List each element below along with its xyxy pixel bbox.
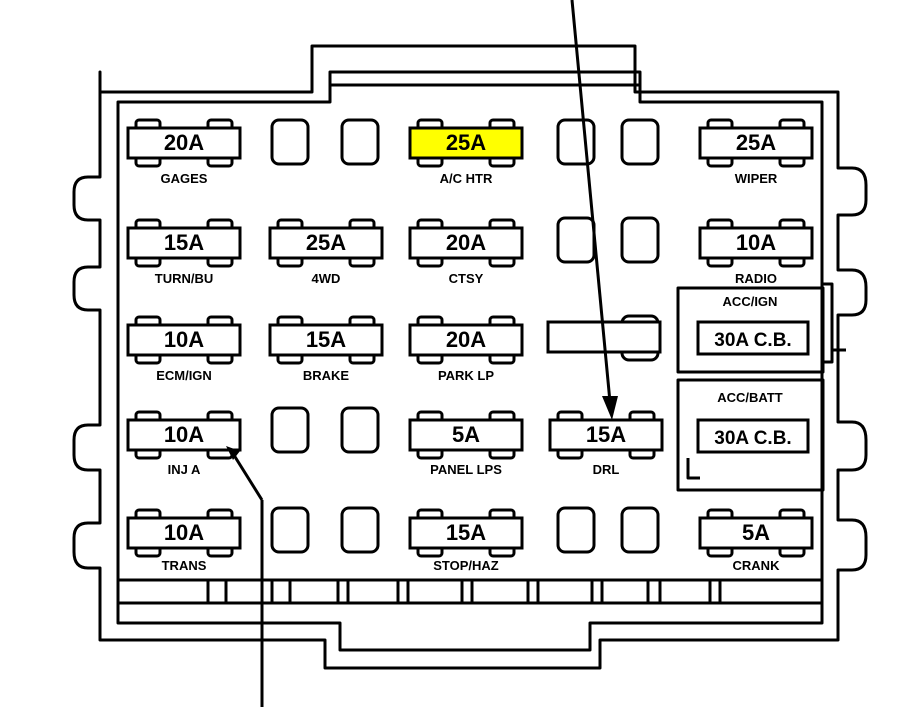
fuse-circuit-label: ECM/IGN [156,368,212,383]
fuse-gages: 20A GAGES [126,118,242,186]
fuse-circuit-label: RADIO [735,271,777,286]
empty-fuse-slot [340,118,380,166]
circuit-breaker-acc-ign: ACC/IGN 30A C.B. [676,282,846,374]
fuse-amp-rating: 20A [446,230,486,255]
pointer-arrow-drl [570,0,618,420]
fuse-layer: 20A GAGES 25A A/C HTR 25A WIPER 15A TURN/BU 25A 4… [126,118,814,573]
fuse-trans: 10A TRANS [126,508,242,573]
fuse-box-housing [72,44,868,670]
breaker-rating: 30A C.B. [714,428,791,449]
fuse-circuit-label: PANEL LPS [430,462,502,477]
fuse-amp-rating: 10A [736,230,776,255]
fuse-amp-rating: 15A [586,422,626,447]
fuse-ac-htr: 25A A/C HTR [408,118,524,186]
fuse-4wd: 25A 4WD [268,218,384,286]
empty-fuse-slot [340,406,380,454]
fuse-circuit-label: A/C HTR [440,171,493,186]
fuse-drl: 15A DRL [548,410,664,477]
fuse-amp-rating: 10A [164,520,204,545]
fuse-circuit-label: DRL [593,462,620,477]
fuse-circuit-label: STOP/HAZ [433,558,499,573]
empty-fuse-slot [556,118,596,166]
empty-fuse-slot [556,506,596,554]
fuse-amp-rating: 10A [164,422,204,447]
fuse-brake: 15A BRAKE [268,315,384,383]
fuse-stop-haz: 15A STOP/HAZ [408,508,524,573]
empty-fuse-slot [270,506,310,554]
fuse-amp-rating: 25A [306,230,346,255]
fuse-circuit-label: BRAKE [303,368,350,383]
empty-fuse-slot [556,216,596,264]
fuse-amp-rating: 15A [306,327,346,352]
fuse-amp-rating: 15A [164,230,204,255]
fuse-amp-rating: 5A [452,422,480,447]
fuse-amp-rating: 25A [446,130,486,155]
empty-fuse-slot [270,406,310,454]
empty-fuse-slot [620,506,660,554]
fuse-amp-rating: 20A [446,327,486,352]
fuse-crank: 5A CRANK [698,508,814,573]
empty-fuse-slot [270,118,310,166]
fuse-park-lp: 20A PARK LP [408,315,524,383]
empty-fuse-slot [340,506,380,554]
fuse-ctsy: 20A CTSY [408,218,524,286]
fuse-turn-bu: 15A TURN/BU [126,218,242,286]
breaker-label: ACC/IGN [723,294,778,309]
fuse-circuit-label: TURN/BU [155,271,214,286]
breaker-label: ACC/BATT [717,390,783,405]
pointer-arrow-inj-a [226,446,264,707]
fuse-circuit-label: TRANS [162,558,207,573]
fuse-inj-a: 10A INJ A [126,410,242,477]
fuse-panel-lps: 5A PANEL LPS [408,410,524,477]
fuse-circuit-label: CTSY [449,271,484,286]
fuse-circuit-label: WIPER [735,171,778,186]
circuit-breaker-acc-batt: ACC/BATT 30A C.B. [676,378,825,492]
fuse-amp-rating: 25A [736,130,776,155]
fuse-radio: 10A RADIO [698,218,814,286]
fuse-wiper: 25A WIPER [698,118,814,186]
empty-fuse-slot [620,216,660,264]
fuse-amp-rating: 20A [164,130,204,155]
fuse-ecm-ign: 10A ECM/IGN [126,315,242,383]
empty-fuse-slot [620,118,660,166]
fuse-amp-rating: 5A [742,520,770,545]
fuse-circuit-label: INJ A [168,462,201,477]
fuse-circuit-label: GAGES [161,171,208,186]
breaker-rating: 30A C.B. [714,330,791,351]
fuse-circuit-label: CRANK [733,558,781,573]
fuse-circuit-label: 4WD [312,271,341,286]
fuse-amp-rating: 10A [164,327,204,352]
fuse-amp-rating: 15A [446,520,486,545]
fuse-circuit-label: PARK LP [438,368,494,383]
bottom-slot-row [206,580,722,603]
